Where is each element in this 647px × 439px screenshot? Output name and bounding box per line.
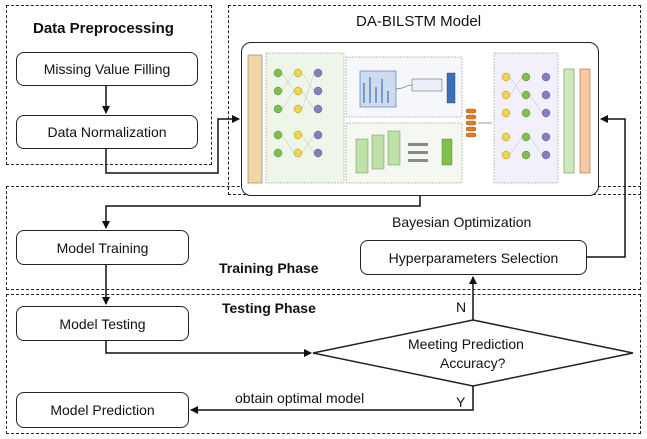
obtain-optimal-model-label: obtain optimal model — [235, 390, 365, 406]
model-testing-box: Model Testing — [16, 306, 189, 341]
da-bilstm-architecture-figure — [241, 42, 599, 196]
arrow-decision-yes — [190, 386, 474, 414]
model-title: DA-BILSTM Model — [356, 13, 482, 30]
training-phase-title: Training Phase — [219, 260, 319, 276]
yes-label: Y — [456, 394, 466, 410]
arrow-hyperparameters-to-model — [587, 115, 626, 258]
decision-text-line1: Meeting Prediction — [408, 336, 524, 352]
arrow-normalization-to-model — [105, 115, 240, 174]
preprocessing-region — [6, 5, 212, 165]
decision-text-line2: Accuracy? — [440, 355, 506, 371]
missing-value-filling-box: Missing Value Filling — [16, 52, 198, 86]
no-label: N — [456, 299, 467, 315]
architecture-illustration — [247, 52, 591, 184]
arrow-testing-to-decision — [105, 341, 312, 357]
data-normalization-box: Data Normalization — [16, 115, 198, 149]
model-prediction-box: Model Prediction — [16, 392, 189, 428]
testing-phase-title: Testing Phase — [222, 300, 316, 316]
preprocessing-title: Data Preprocessing — [33, 20, 174, 37]
arrow-model-to-training — [102, 196, 421, 229]
decision-diamond — [312, 319, 634, 387]
model-training-box: Model Training — [16, 230, 189, 265]
bayesian-optimization-label: Bayesian Optimization — [392, 214, 532, 230]
hyperparameters-selection-box: Hyperparameters Selection — [360, 240, 587, 275]
testing-phase-region — [6, 294, 641, 434]
